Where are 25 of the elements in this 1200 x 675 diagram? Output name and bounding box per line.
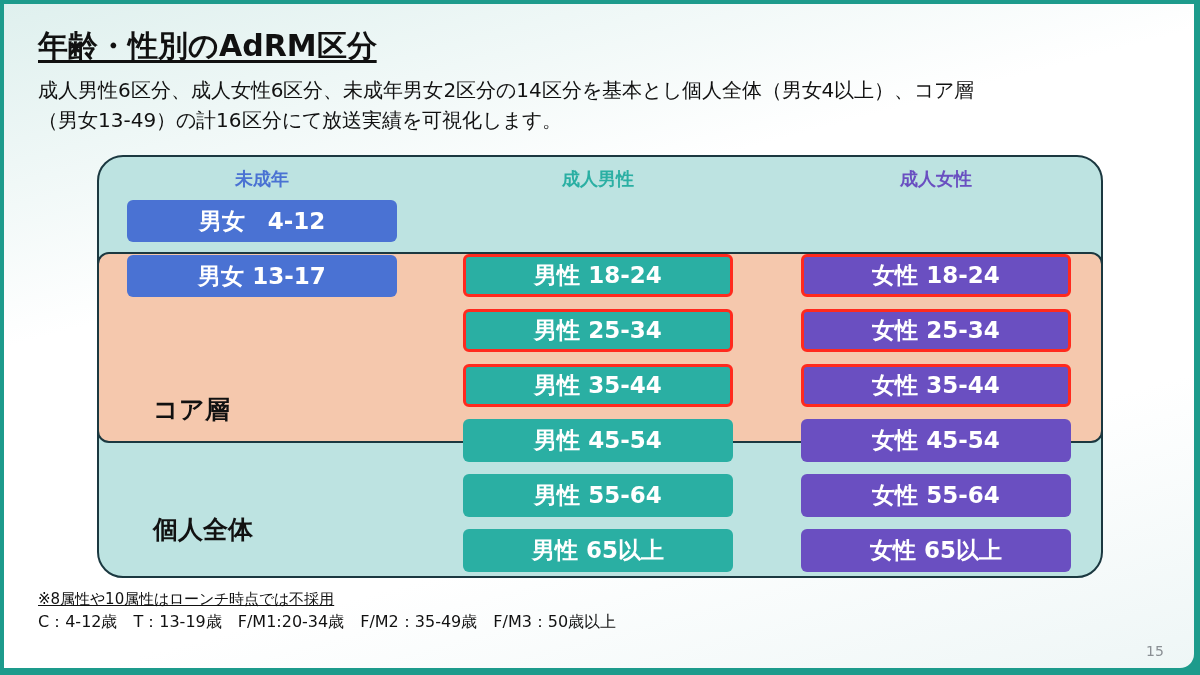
segment-box: 男性 45-54 [463,419,733,462]
abbreviation-note: C：4-12歳 T：13-19歳 F/M1:20-34歳 F/M2：35-49歳 F/M3：50歳以上 [38,612,617,633]
page-number: 15 [1146,643,1164,659]
segment-box: 女性 45-54 [801,419,1071,462]
rounded-panel [97,155,1103,578]
segment-box: 男性 18-24 [463,254,733,297]
segment-box: 女性 18-24 [801,254,1071,297]
segment-box: 男女 13-17 [127,255,397,297]
segment-box: 女性 55-64 [801,474,1071,517]
segment-box: 男性 55-64 [463,474,733,517]
segment-box: 男性 25-34 [463,309,733,352]
group-label: 個人全体 [153,514,253,546]
segment-box: 女性 35-44 [801,364,1071,407]
column-header: 未成年 [234,167,290,191]
column-header: 成人男性 [561,167,635,191]
column-header: 成人女性 [899,167,973,191]
group-label: コア層 [153,394,230,426]
subtitle-text: 成人男性6区分、成人女性6区分、未成年男女2区分の14区分を基本とし個人全体（男女4以上）、コア層（男女13-49）の計16区分にて放送実績を可視化します。 [38,77,976,134]
footnote: ※8属性や10属性はローンチ時点では不採用 [38,590,335,609]
segment-box: 女性 65以上 [801,529,1071,572]
segment-box: 女性 25-34 [801,309,1071,352]
slide-title: 年齢・性別のAdRM区分 [38,27,377,65]
segment-box: 男性 65以上 [463,529,733,572]
segment-box: 男女 4-12 [127,200,397,242]
segment-box: 男性 35-44 [463,364,733,407]
